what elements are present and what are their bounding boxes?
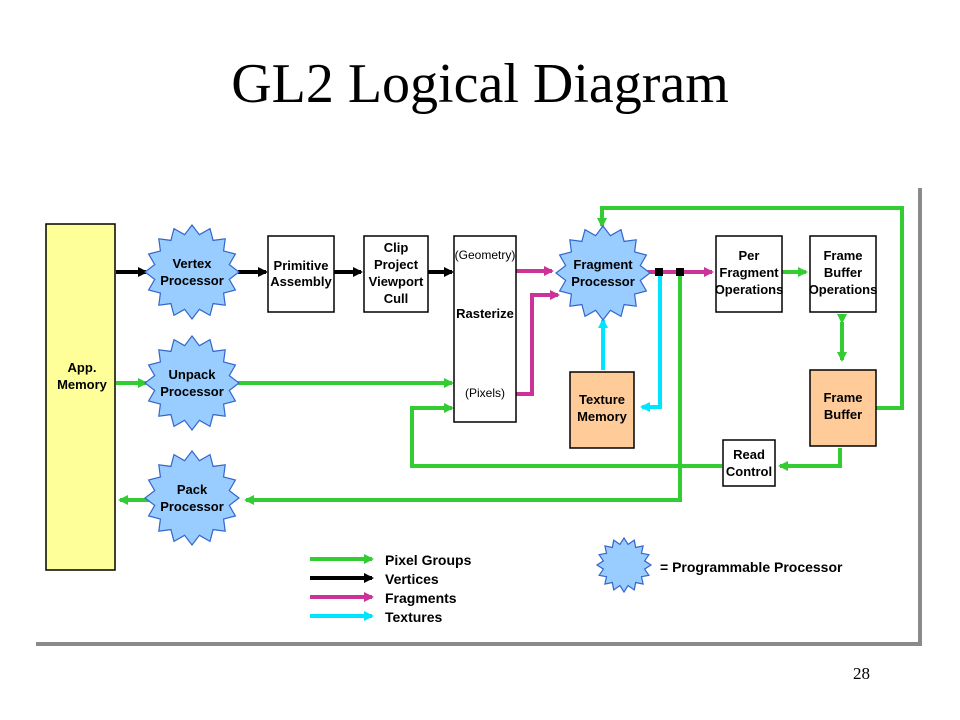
legend-label-pixel-groups: Pixel Groups — [385, 552, 472, 568]
clip-label: Cull — [384, 291, 409, 306]
legend-label-textures: Textures — [385, 609, 443, 625]
unpack-processor-starburst — [144, 335, 240, 431]
app-memory-label: Memory — [57, 377, 108, 392]
legend-programmable-label: = Programmable Processor — [660, 559, 843, 575]
arrow-rasterize-pixels-to-fragment — [516, 290, 560, 396]
arrow-fragment-to-pack — [244, 272, 682, 505]
unpack-processor-label: Unpack — [169, 367, 217, 382]
clip-label: Clip — [384, 240, 409, 255]
texture-memory-label: Memory — [577, 409, 628, 424]
vertex-processor-starburst — [144, 224, 240, 320]
arrow-framebuffer-to-readcontrol — [778, 448, 842, 471]
pack-processor-label: Pack — [177, 482, 208, 497]
arrow-readcontrol-to-rasterize — [410, 403, 722, 468]
junction-dot — [655, 268, 663, 276]
fb-operations-label: Operations — [809, 282, 878, 297]
legend-starburst-icon — [595, 536, 653, 594]
arrow-framebuffer-to-fragment — [597, 206, 904, 410]
arrow-fragment-to-texture — [640, 272, 662, 412]
unpack-processor-label: Processor — [160, 384, 224, 399]
rasterize-box — [453, 235, 517, 423]
rasterize-geometry-label: (Geometry) — [455, 248, 516, 262]
frame-buffer-box — [809, 369, 877, 447]
per-fragment-ops-label: Operations — [715, 282, 784, 297]
fb-operations-label: Frame — [823, 248, 862, 263]
clip-label: Viewport — [369, 274, 424, 289]
fb-operations-box — [809, 235, 877, 313]
fb-operations-label: Buffer — [824, 265, 862, 280]
frame-buffer-label: Frame — [823, 390, 862, 405]
fragment-processor-label: Processor — [571, 274, 635, 289]
texture-memory-box — [569, 371, 635, 449]
legend: Pixel Groups Vertices Fragments Textures… — [310, 536, 843, 625]
app-memory-box — [45, 223, 116, 571]
legend-label-vertices: Vertices — [385, 571, 439, 587]
per-fragment-ops-box — [715, 235, 783, 313]
clip-box — [363, 235, 429, 313]
vertex-processor-label: Processor — [160, 273, 224, 288]
vertex-processor-label: Vertex — [172, 256, 212, 271]
primitive-assembly-label: Primitive — [274, 258, 329, 273]
slide-title: GL2 Logical Diagram — [231, 53, 729, 115]
junction-dot — [676, 268, 684, 276]
pack-processor-starburst — [144, 450, 240, 546]
pack-processor-label: Processor — [160, 499, 224, 514]
rasterize-pixels-label: (Pixels) — [465, 386, 505, 400]
read-control-box — [722, 439, 776, 487]
per-fragment-ops-label: Fragment — [719, 265, 779, 280]
frame-buffer-label: Buffer — [824, 407, 862, 422]
app-memory-label: App. — [68, 360, 97, 375]
legend-label-fragments: Fragments — [385, 590, 457, 606]
read-control-label: Control — [726, 464, 772, 479]
rasterize-label: Rasterize — [456, 306, 514, 321]
fragment-processor-starburst — [555, 225, 651, 321]
primitive-assembly-label: Assembly — [270, 274, 332, 289]
per-fragment-ops-label: Per — [739, 248, 760, 263]
texture-memory-label: Texture — [579, 392, 625, 407]
page-number: 28 — [853, 664, 870, 683]
fragment-processor-label: Fragment — [573, 257, 633, 272]
read-control-label: Read — [733, 447, 765, 462]
clip-label: Project — [374, 257, 419, 272]
primitive-assembly-box — [267, 235, 335, 313]
